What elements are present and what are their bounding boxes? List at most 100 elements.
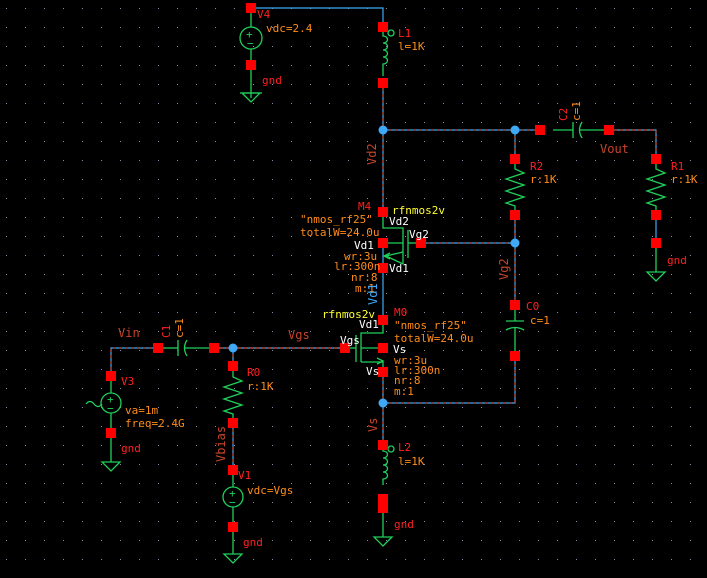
component-c1[interactable]: C1 c=1 [153, 318, 219, 357]
grid-dot [633, 407, 634, 408]
grid-dot [595, 559, 596, 560]
grid-dot [272, 445, 273, 446]
component-r2[interactable]: R2 r:1K [503, 154, 557, 220]
grid-dot [443, 46, 444, 47]
grid-dot [443, 122, 444, 123]
grid-dot [690, 350, 691, 351]
grid-dot [405, 160, 406, 161]
grid-dot [177, 8, 178, 9]
grid-dot [690, 141, 691, 142]
grid-dot [25, 464, 26, 465]
grid-dot [576, 65, 577, 66]
grid-dot [633, 84, 634, 85]
inductor-dot-icon [387, 445, 395, 453]
grid-dot [652, 84, 653, 85]
component-l2[interactable]: L2 l=1K gnd [372, 440, 425, 547]
junction-vd2-r2[interactable] [510, 125, 520, 135]
grid-dot [82, 274, 83, 275]
grid-dot [500, 407, 501, 408]
grid-dot [63, 179, 64, 180]
svg-text:+: + [229, 487, 236, 500]
grid-dot [272, 407, 273, 408]
grid-dot [576, 502, 577, 503]
grid-dot [291, 464, 292, 465]
grid-dot [519, 179, 520, 180]
grid-dot [519, 559, 520, 560]
grid-dot [652, 540, 653, 541]
grid-dot [234, 198, 235, 199]
grid-dot [633, 46, 634, 47]
component-v1[interactable]: + − V1 vdc=Vgs gnd [222, 465, 293, 564]
grid-dot [310, 407, 311, 408]
grid-dot [348, 388, 349, 389]
grid-dot [538, 312, 539, 313]
grid-dot [101, 521, 102, 522]
grid-dot [25, 502, 26, 503]
junction-vs[interactable] [378, 398, 388, 408]
grid-dot [424, 369, 425, 370]
grid-dot [614, 464, 615, 465]
grid-dot [652, 141, 653, 142]
grid-dot [462, 464, 463, 465]
component-m0[interactable]: M0 rfnmos2v "nmos_rf25" totalW=24.0u Vd1… [322, 306, 473, 398]
component-v3[interactable]: + − V3 va=1m freq=2.4G gnd [85, 371, 185, 472]
component-v4[interactable]: + − V4 vdc=2.4 gnd [239, 3, 313, 103]
junction-vg2[interactable] [510, 238, 520, 248]
grid-dot [424, 502, 425, 503]
grid-dot [329, 369, 330, 370]
grid-dot [139, 388, 140, 389]
grid-dot [139, 350, 140, 351]
grid-dot [329, 312, 330, 313]
grid-dot [671, 198, 672, 199]
grid-dot [424, 236, 425, 237]
component-c2[interactable]: C2 c=1 [535, 101, 614, 139]
grid-dot [481, 502, 482, 503]
c0-name: C0 [526, 300, 539, 313]
m0-wr: wr:3u [394, 354, 427, 367]
grid-dot [671, 331, 672, 332]
grid-dot [671, 27, 672, 28]
component-c0[interactable]: C0 c=1 [505, 300, 550, 361]
wire-vdd[interactable] [251, 7, 384, 26]
grid-dot [101, 464, 102, 465]
component-l1[interactable]: L1 l=1K [378, 22, 425, 88]
grid-dot [291, 198, 292, 199]
grid-dot [462, 122, 463, 123]
grid-dot [291, 84, 292, 85]
grid-dot [177, 160, 178, 161]
grid-dot [614, 217, 615, 218]
grid-dot [500, 141, 501, 142]
grid-dot [120, 559, 121, 560]
grid-dot [405, 179, 406, 180]
grid-dot [576, 84, 577, 85]
grid-dot [234, 84, 235, 85]
grid-dot [63, 540, 64, 541]
grid-dot [481, 331, 482, 332]
grid-dot [386, 426, 387, 427]
grid-dot [367, 65, 368, 66]
grid-dot [367, 426, 368, 427]
wire-vin[interactable] [110, 347, 158, 376]
grid-dot [158, 388, 159, 389]
grid-dot [25, 445, 26, 446]
grid-dot [120, 8, 121, 9]
grid-dot [6, 179, 7, 180]
grid-dot [652, 350, 653, 351]
junction-vgs[interactable] [228, 343, 238, 353]
component-r0[interactable]: R0 r:1K [221, 361, 274, 428]
grid-dot [500, 65, 501, 66]
grid-dot [614, 179, 615, 180]
grid-dot [690, 502, 691, 503]
grid-dot [386, 160, 387, 161]
component-m4[interactable]: M4 rfnmos2v "nmos_rf25" totalW=24.0u Vd2… [300, 200, 445, 295]
grid-dot [500, 274, 501, 275]
grid-dot [462, 445, 463, 446]
grid-dot [25, 350, 26, 351]
junction-vd2[interactable] [378, 125, 388, 135]
component-r1[interactable]: R1 r:1K gnd [644, 154, 698, 282]
grid-dot [44, 293, 45, 294]
grid-dot [652, 502, 653, 503]
grid-dot [519, 445, 520, 446]
grid-dot [63, 293, 64, 294]
